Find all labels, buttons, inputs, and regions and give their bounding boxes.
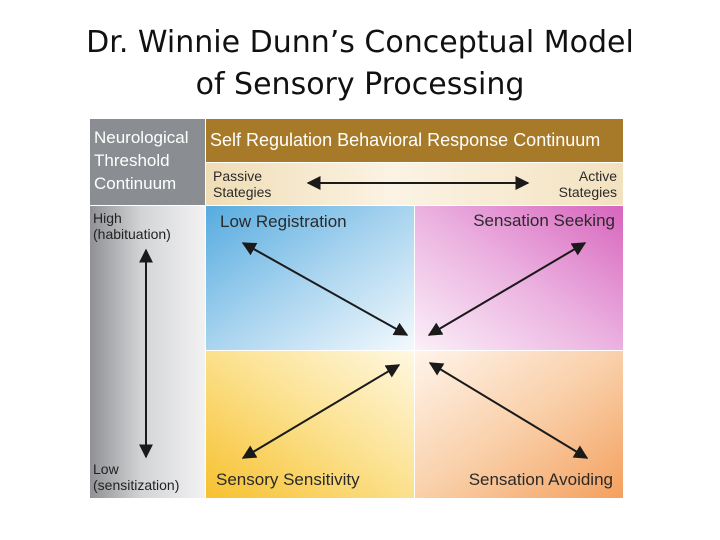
- sensation-avoiding-arrow: [428, 362, 589, 459]
- sensation-avoiding-label: Sensation Avoiding: [468, 470, 613, 489]
- sensation-seeking-label: Sensation Seeking: [473, 211, 615, 230]
- self-regulation-header: Self Regulation Behavioral Response Cont…: [206, 119, 623, 162]
- low-registration-label: Low Registration: [220, 212, 347, 231]
- low-threshold-label: Low (sensitization): [93, 461, 179, 493]
- active-strategies-label: Active Stategies: [559, 168, 617, 200]
- corner-header-line-3: Continuum: [94, 174, 177, 193]
- title-line-2: of Sensory Processing: [195, 67, 525, 102]
- title-line-1: Dr. Winnie Dunn’s Conceptual Model: [86, 25, 634, 60]
- arrows-layer: [139, 176, 589, 459]
- passive-strategies-label: Passive Stategies: [213, 168, 271, 200]
- strategy-bar: Passive Stategies Active Stategies: [206, 163, 623, 205]
- high-line-1: High: [93, 210, 122, 226]
- low-line-2: (sensitization): [93, 477, 180, 493]
- sensory-sensitivity-label: Sensory Sensitivity: [216, 470, 360, 489]
- corner-header-line-2: Threshold: [94, 151, 170, 170]
- page-title: Dr. Winnie Dunn’s Conceptual Model of Se…: [0, 22, 720, 106]
- sensory-sensitivity-arrow: [241, 364, 401, 459]
- low-registration-arrow: [241, 242, 409, 336]
- neurological-threshold-header: Neurological Threshold Continuum: [90, 119, 205, 205]
- sensory-processing-diagram: Neurological Threshold Continuum Self Re…: [90, 119, 623, 498]
- active-line-1: Active: [578, 168, 617, 184]
- high-line-2: (habituation): [93, 226, 171, 242]
- sensation-seeking-arrow: [427, 242, 587, 336]
- passive-line-2: Stategies: [213, 184, 272, 200]
- low-line-1: Low: [93, 461, 119, 477]
- passive-line-1: Passive: [213, 168, 263, 184]
- high-threshold-label: High (habituation): [93, 210, 171, 242]
- corner-header-line-1: Neurological: [94, 128, 189, 147]
- active-line-2: Stategies: [558, 184, 617, 200]
